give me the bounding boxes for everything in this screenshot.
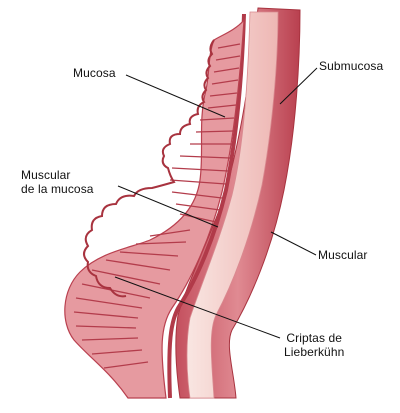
muscularis-mucosae-band [167, 13, 246, 399]
leader-submucosa [279, 67, 318, 105]
label-criptas-lieberkuhn: Criptas de Lieberkühn [284, 331, 345, 359]
leader-lines [114, 67, 318, 339]
crypt-folds [73, 43, 241, 369]
label-muscular-mucosa: Muscular de la mucosa [21, 168, 94, 196]
label-submucosa: Submucosa [319, 59, 384, 73]
label-muscular: Muscular [318, 248, 368, 262]
mucosal-surface [83, 39, 215, 298]
leader-muscular-mucosa [117, 185, 219, 228]
leader-criptas [114, 276, 281, 339]
submucosa-layer [186, 11, 279, 399]
leader-muscular [270, 231, 317, 256]
leader-mucosa [125, 74, 226, 118]
label-mucosa: Mucosa [73, 66, 116, 80]
